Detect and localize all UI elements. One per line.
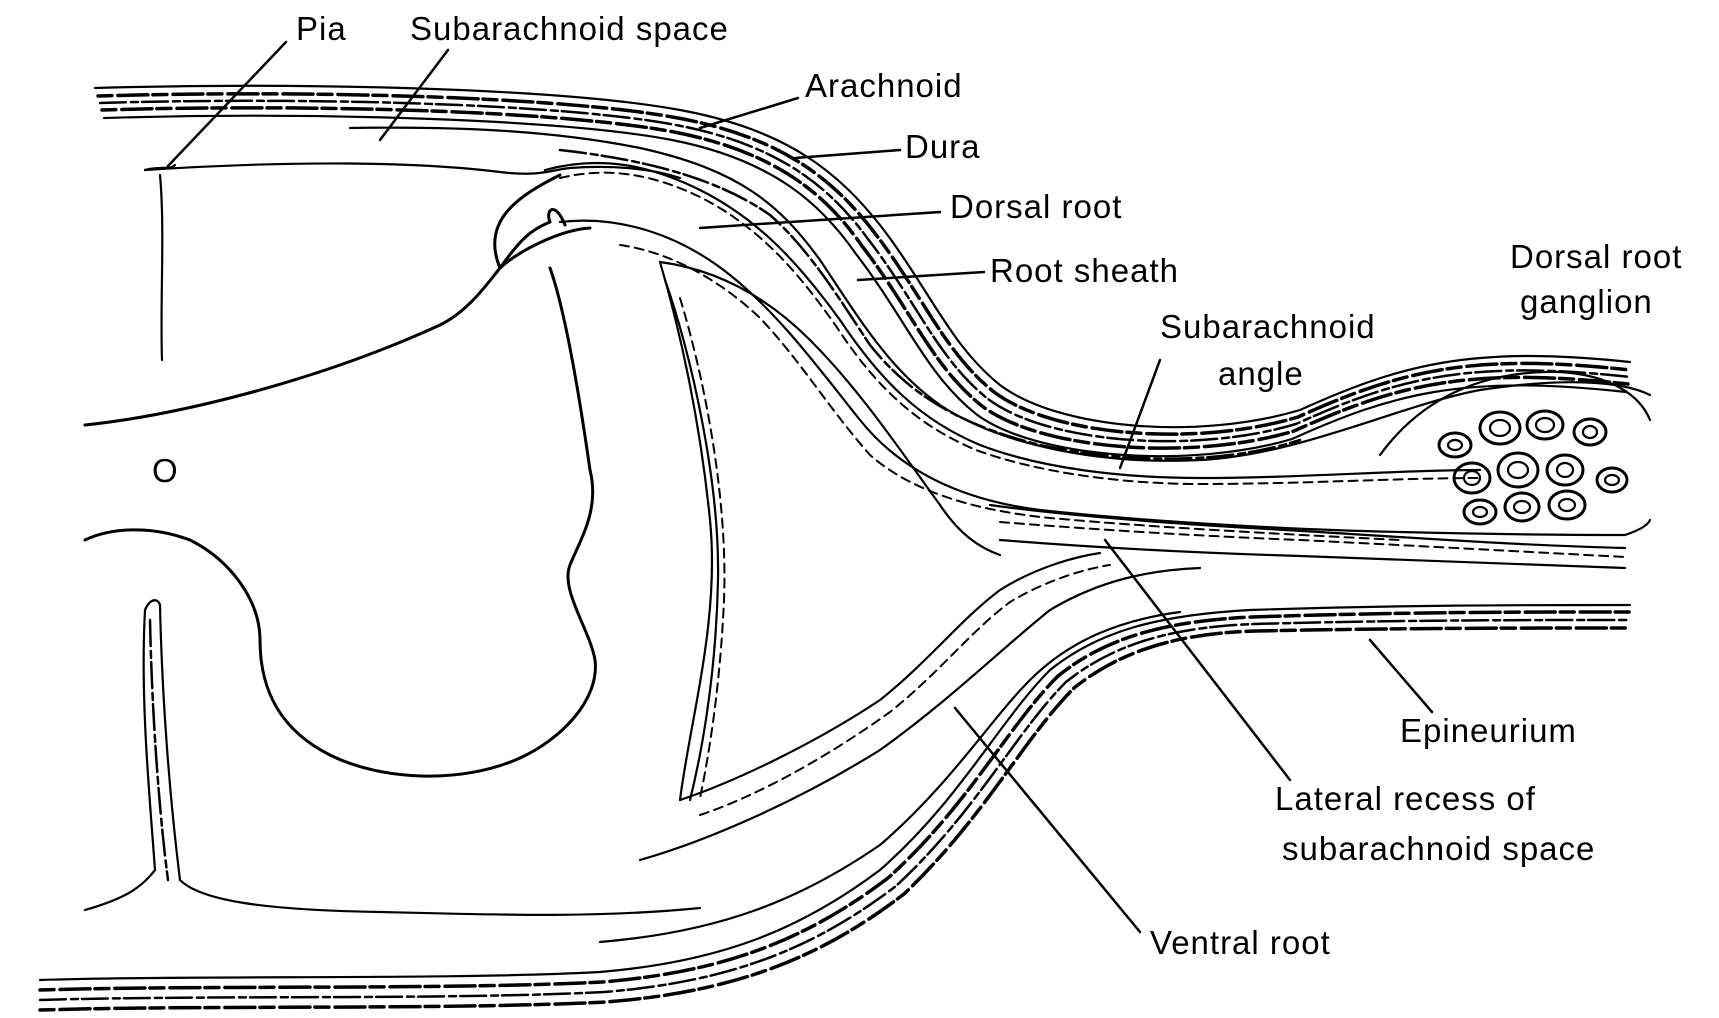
label-subarachnoid-angle-1: Subarachnoid — [1160, 308, 1376, 345]
arachnoid-inner-top — [350, 128, 1650, 461]
label-arachnoid: Arachnoid — [805, 67, 963, 104]
label-dura: Dura — [905, 128, 981, 165]
leader-epineurium — [1370, 640, 1432, 712]
leader-ventral-root — [955, 708, 1140, 932]
label-lateral-recess-2: subarachnoid space — [1282, 830, 1595, 867]
label-dorsal-root: Dorsal root — [950, 188, 1122, 225]
label-subarachnoid-space: Subarachnoid space — [410, 10, 729, 47]
label-epineurium: Epineurium — [1400, 712, 1577, 749]
leader-lateral-recess — [1105, 540, 1290, 780]
dorsal-root-ganglion — [1380, 372, 1650, 535]
label-dorsal-root-ganglion-1: Dorsal root — [1510, 238, 1682, 275]
leader-lines — [168, 42, 1432, 932]
leader-dorsal-root — [700, 212, 940, 228]
pia-surface — [145, 163, 680, 360]
label-dorsal-root-ganglion-2: ganglion — [1520, 283, 1653, 320]
ganglion-cells — [1439, 411, 1627, 524]
leader-arachnoid — [700, 98, 798, 128]
leader-root-sheath — [858, 272, 984, 280]
label-subarachnoid-angle-2: angle — [1218, 355, 1304, 392]
leader-subarachnoid-space — [380, 50, 448, 140]
label-root-sheath: Root sheath — [990, 252, 1179, 289]
label-ventral-root: Ventral root — [1150, 924, 1331, 961]
leader-dura — [795, 150, 900, 158]
ventral-sheath-triangle — [640, 262, 1200, 860]
label-pia: Pia — [296, 10, 347, 47]
label-central-canal: O — [152, 452, 179, 489]
leader-pia — [168, 42, 286, 166]
leader-subarachnoid-angle — [1120, 360, 1160, 468]
label-lateral-recess-1: Lateral recess of — [1275, 780, 1536, 817]
